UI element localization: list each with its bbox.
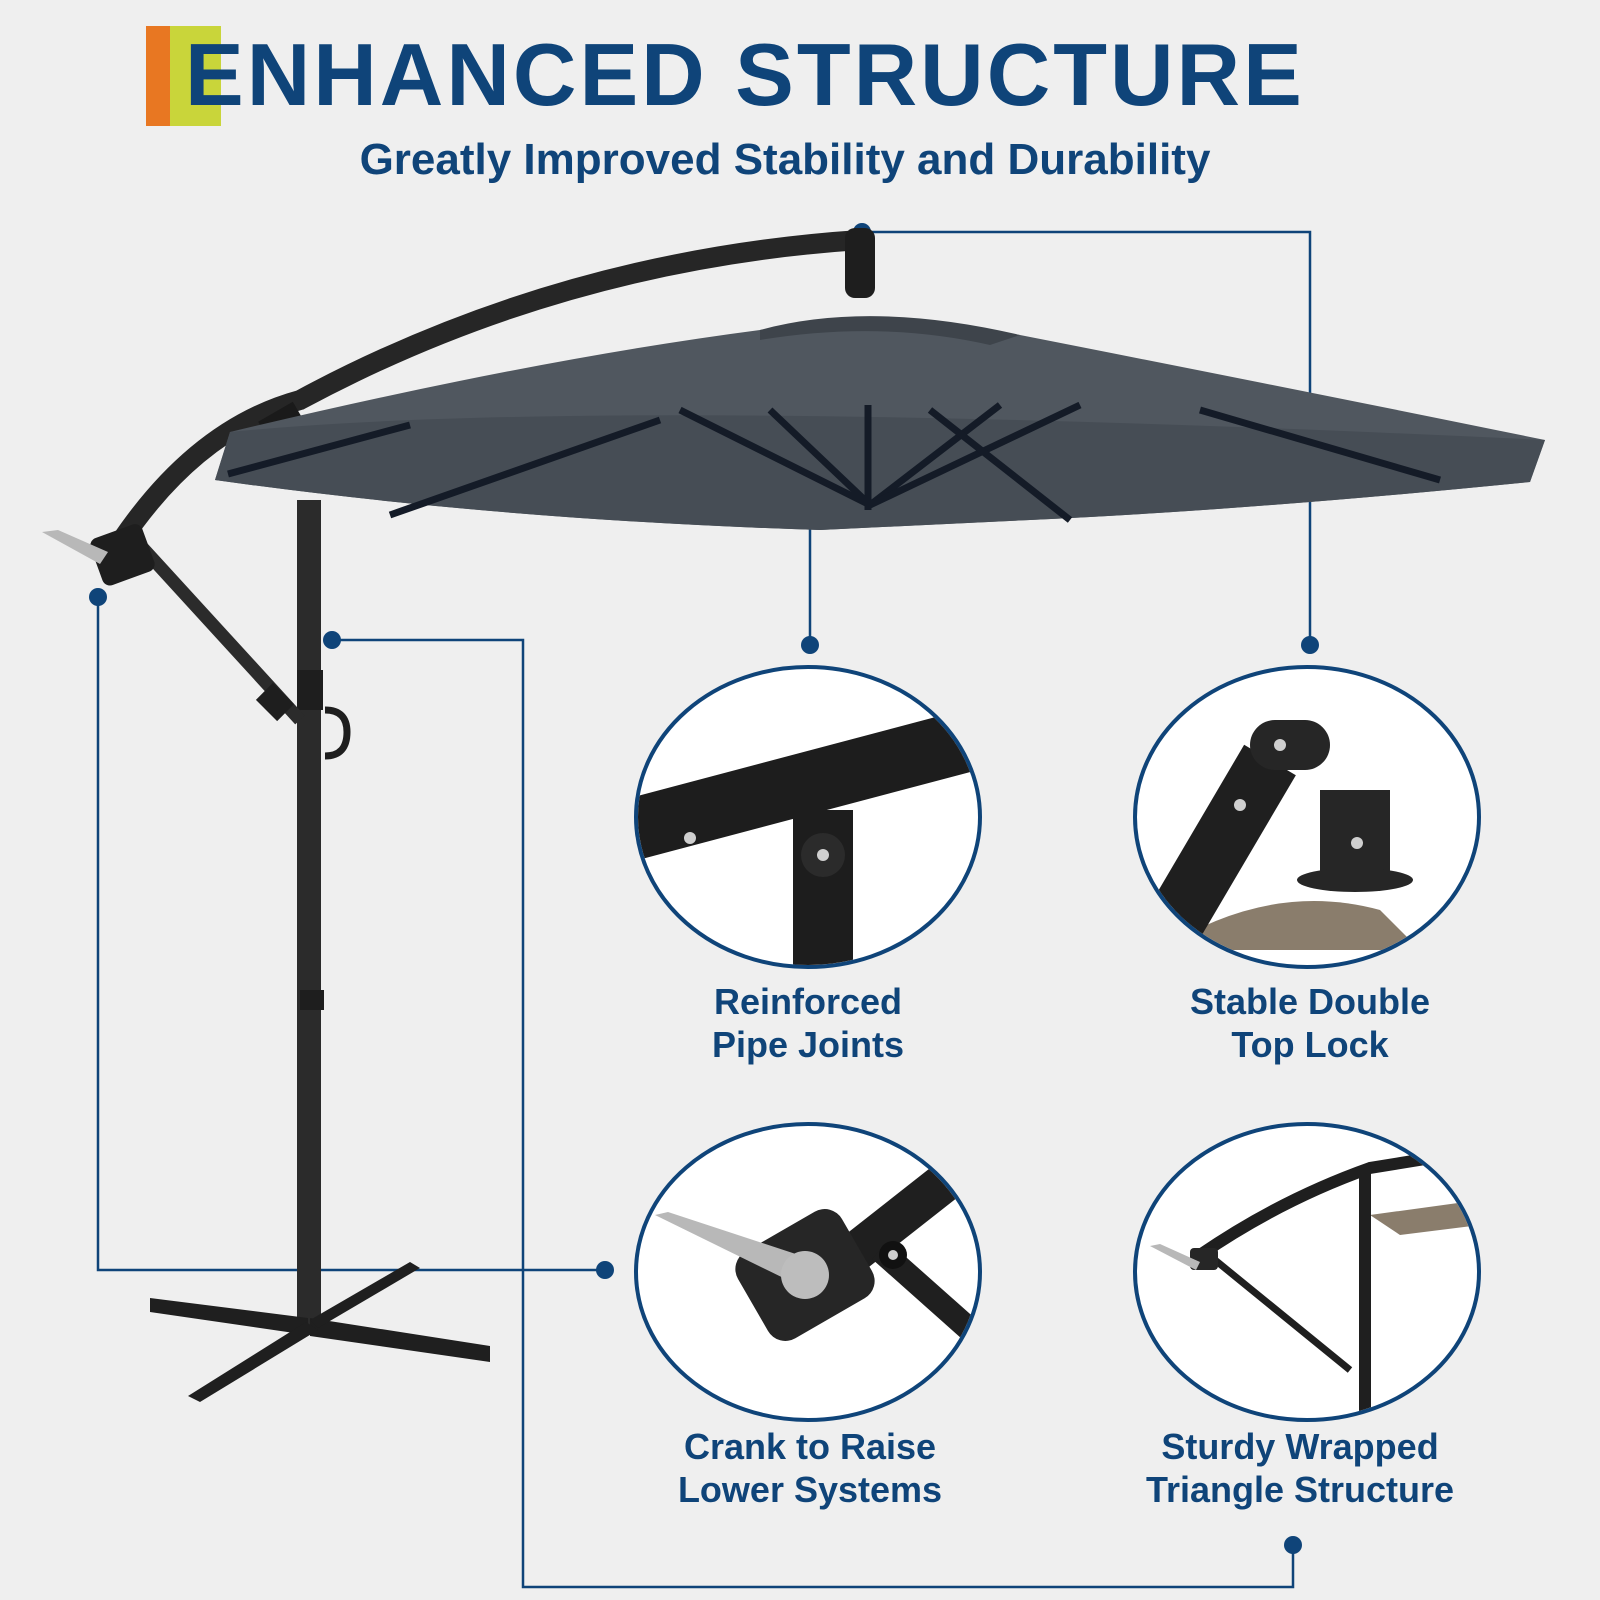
curved-arm: [100, 230, 870, 568]
crank-handle-icon: [42, 530, 108, 564]
feature-caption-reinforced-pipe-joints: Reinforced Pipe Joints: [658, 980, 958, 1066]
caption-line: Sturdy Wrapped: [1161, 1426, 1439, 1467]
top-lock-joint: [845, 228, 875, 298]
umbrella-icon: [42, 228, 1545, 1402]
detail-circle-triangle: [1133, 1122, 1481, 1422]
detail-circle-crank: [634, 1122, 982, 1422]
title-accent-lime-bar: [170, 26, 221, 126]
title-accent-orange-bar: [146, 26, 170, 126]
detail-circle-pipe-joints: [634, 665, 982, 969]
feature-caption-stable-double-top-lock: Stable Double Top Lock: [1130, 980, 1490, 1066]
caption-line: Stable Double: [1189, 981, 1431, 1022]
detail-circle-top-lock: [1133, 665, 1481, 969]
caption-line: Triangle Structure: [1145, 1469, 1455, 1510]
canopy-ribs: [227, 401, 1441, 523]
feature-caption-crank-raise-lower: Crank to Raise Lower Systems: [640, 1425, 980, 1511]
caption-line: Pipe Joints: [711, 1024, 905, 1065]
caption-line: Crank to Raise: [683, 1426, 937, 1467]
page-subtitle: Greatly Improved Stability and Durabilit…: [0, 130, 1600, 190]
caption-line: Top Lock: [1231, 1024, 1389, 1065]
umbrella-pole: [297, 500, 321, 1330]
caption-line: Reinforced: [713, 981, 903, 1022]
caption-line: Lower Systems: [677, 1469, 943, 1510]
feature-caption-wrapped-triangle: Sturdy Wrapped Triangle Structure: [1100, 1425, 1500, 1511]
page-title: ENHANCED STRUCTURE: [185, 25, 1305, 124]
subtitle-text: Greatly Improved Stability and Durabilit…: [359, 135, 1211, 184]
cross-base-icon: [150, 1262, 490, 1402]
pole-handle: [324, 706, 351, 760]
crank-housing: [90, 524, 155, 586]
